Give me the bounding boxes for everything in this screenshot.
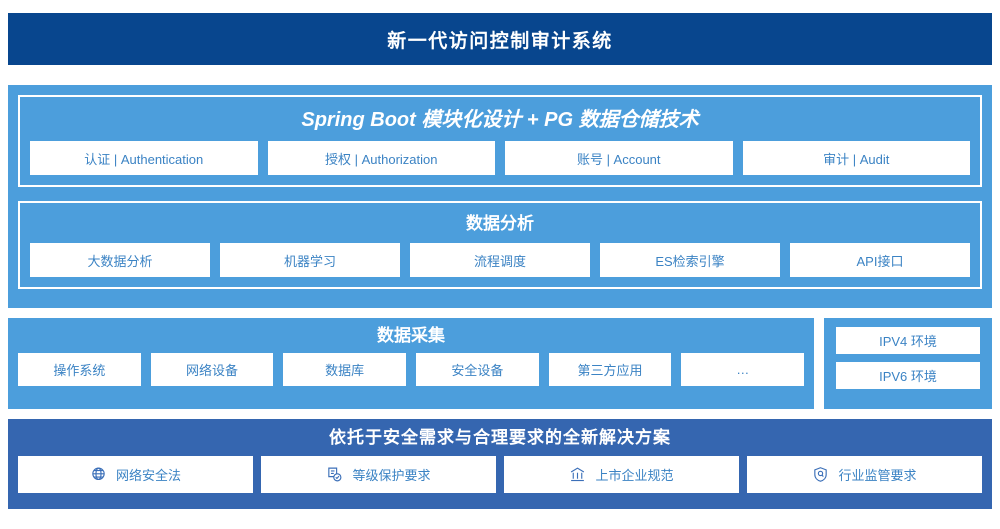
platform-chip-authentication[interactable]: 认证 | Authentication	[30, 141, 258, 175]
page-title: 新一代访问控制审计系统	[387, 30, 613, 52]
analysis-chip-es-search[interactable]: ES检索引擎	[600, 243, 780, 277]
analysis-chip-process-scheduling[interactable]: 流程调度	[410, 243, 590, 277]
compliance-chip-classified-protection[interactable]: 等级保护要求	[261, 456, 496, 493]
platform-chip-audit[interactable]: 审计 | Audit	[742, 141, 970, 175]
collection-chip-row: 操作系统 网络设备 数据库 安全设备 第三方应用 …	[18, 353, 805, 386]
compliance-chip-industry-supervision[interactable]: 行业监管要求	[747, 456, 982, 493]
analysis-chip-row: 大数据分析 机器学习 流程调度 ES检索引擎 API接口	[30, 243, 970, 277]
architecture-panel: Spring Boot 模块化设计 + PG 数据仓储技术 认证 | Authe…	[8, 85, 992, 308]
platform-group-title: Spring Boot 模块化设计 + PG 数据仓储技术	[301, 109, 699, 131]
compliance-chip-cybersecurity-law[interactable]: 网络安全法	[18, 456, 253, 493]
collection-chip-database[interactable]: 数据库	[283, 353, 407, 386]
environment-chip-ipv4[interactable]: IPV4 环境	[836, 327, 980, 354]
platform-chip-account[interactable]: 账号 | Account	[505, 141, 733, 175]
analysis-chip-machine-learning[interactable]: 机器学习	[220, 243, 400, 277]
environment-chip-ipv6[interactable]: IPV6 环境	[836, 362, 980, 389]
collection-chip-security-device[interactable]: 安全设备	[416, 353, 539, 386]
compliance-panel: 依托于安全需求与合理要求的全新解决方案 网络安全法	[8, 419, 992, 509]
collection-row: 数据采集 操作系统 网络设备 数据库 安全设备 第三方应用 … IPV4 环境 …	[8, 318, 992, 409]
compliance-title: 依托于安全需求与合理要求的全新解决方案	[329, 428, 671, 447]
collection-chip-more[interactable]: …	[681, 353, 805, 386]
collection-title: 数据采集	[377, 326, 445, 345]
environment-panel: IPV4 环境 IPV6 环境	[824, 318, 992, 409]
collection-chip-os[interactable]: 操作系统	[18, 353, 141, 386]
compliance-label: 网络安全法	[115, 468, 181, 483]
analysis-chip-api[interactable]: API接口	[790, 243, 970, 277]
shield-search-icon	[812, 466, 829, 483]
compliance-label: 行业监管要求	[838, 468, 917, 483]
document-check-icon	[326, 466, 343, 483]
platform-chip-row: 认证 | Authentication 授权 | Authorization 账…	[30, 141, 970, 175]
collection-chip-third-party-app[interactable]: 第三方应用	[548, 353, 672, 386]
analysis-group-title: 数据分析	[466, 214, 534, 233]
analysis-chip-bigdata[interactable]: 大数据分析	[30, 243, 210, 277]
compliance-chip-listed-company-standard[interactable]: 上市企业规范	[504, 456, 739, 493]
analysis-group: 数据分析 大数据分析 机器学习 流程调度 ES检索引擎 API接口	[18, 201, 982, 289]
header-bar: 新一代访问控制审计系统	[8, 13, 992, 65]
compliance-chip-row: 网络安全法 等级保护要求	[18, 456, 982, 493]
platform-chip-authorization[interactable]: 授权 | Authorization	[267, 141, 495, 175]
bank-icon	[569, 466, 586, 483]
collection-panel: 数据采集 操作系统 网络设备 数据库 安全设备 第三方应用 …	[8, 318, 814, 409]
collection-chip-network-device[interactable]: 网络设备	[150, 353, 274, 386]
platform-group: Spring Boot 模块化设计 + PG 数据仓储技术 认证 | Authe…	[18, 95, 982, 187]
compliance-label: 等级保护要求	[352, 468, 431, 483]
compliance-label: 上市企业规范	[595, 468, 674, 483]
globe-icon	[90, 466, 107, 483]
